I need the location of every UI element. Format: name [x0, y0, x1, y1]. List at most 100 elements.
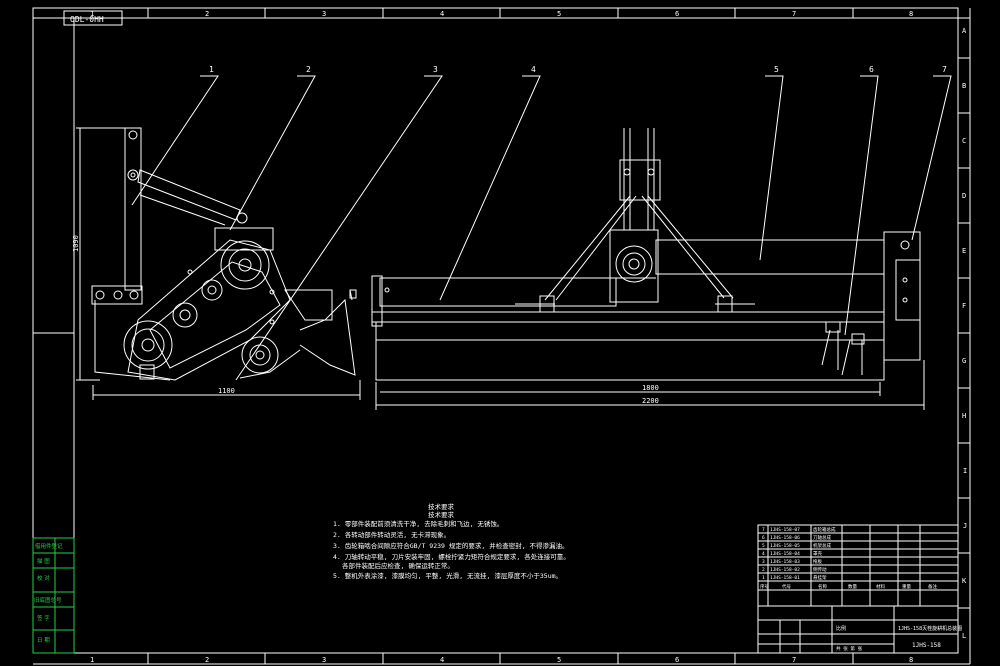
svg-text:3. 齿轮箱啮合间隙应符合GB/T 9239 规定的要求,: 3. 齿轮箱啮合间隙应符合GB/T 9239 规定的要求, 并检查密封, 不得渗…	[333, 541, 569, 550]
svg-text:3: 3	[322, 10, 326, 18]
side-view	[76, 127, 361, 400]
dim-front-inner: 1800	[642, 384, 659, 392]
svg-text:7: 7	[792, 10, 796, 18]
svg-text:C: C	[962, 137, 966, 145]
svg-text:借用件登记: 借用件登记	[35, 542, 63, 550]
balloon-5: 5	[774, 65, 779, 74]
svg-text:备注: 备注	[928, 583, 937, 590]
title-block: 1JHS-158灭茬旋耕机总装图 1JHS-158 比例 共 张 第 张	[836, 625, 962, 652]
svg-text:2: 2	[762, 567, 765, 573]
svg-text:拖板: 拖板	[813, 558, 822, 565]
svg-text:机架总成: 机架总成	[813, 542, 831, 549]
svg-text:2: 2	[205, 656, 209, 664]
svg-text:重量: 重量	[902, 583, 911, 590]
svg-text:数量: 数量	[848, 583, 857, 590]
svg-text:1: 1	[90, 10, 94, 18]
svg-text:描 图: 描 图	[37, 557, 50, 565]
svg-text:1. 零部件装配前须清洗干净, 去除毛刺和飞边, 无锈蚀。: 1. 零部件装配前须清洗干净, 去除毛刺和飞边, 无锈蚀。	[333, 519, 503, 528]
svg-text:各部件装配后应检查, 确保运转正常。: 各部件装配后应检查, 确保运转正常。	[342, 561, 454, 570]
dim-side-height: 1090	[72, 235, 80, 252]
svg-text:A: A	[962, 27, 967, 35]
column-ticks	[147, 8, 854, 664]
svg-text:刀轴总成: 刀轴总成	[813, 534, 831, 541]
stamp-box	[63, 10, 123, 26]
svg-text:名称: 名称	[818, 583, 827, 590]
svg-text:D: D	[962, 192, 966, 200]
svg-text:校 对: 校 对	[37, 574, 50, 582]
svg-text:罩壳: 罩壳	[813, 550, 822, 557]
stamp-text: ODL-0HH	[70, 15, 104, 24]
svg-text:齿轮箱总成: 齿轮箱总成	[813, 526, 836, 533]
column-labels: 1 2 3 4 5 6 7 8 1 2 3 4 5 6 7 8	[90, 10, 913, 664]
svg-text:序号: 序号	[760, 583, 769, 590]
svg-text:J: J	[963, 522, 967, 530]
balloon-3: 3	[433, 65, 438, 74]
svg-text:技术要求: 技术要求	[428, 510, 455, 519]
svg-text:侧传动: 侧传动	[813, 566, 827, 573]
svg-text:悬挂架: 悬挂架	[813, 574, 827, 581]
svg-text:技术要求: 技术要求	[428, 502, 455, 511]
svg-text:7: 7	[792, 656, 796, 664]
leader-lines	[131, 75, 952, 381]
sidebar-grid	[32, 537, 75, 654]
row-labels: A B C D E F G H I J K L	[962, 27, 967, 640]
svg-text:E: E	[962, 247, 966, 255]
svg-text:1JHS-158-01: 1JHS-158-01	[770, 575, 800, 581]
svg-text:材料: 材料	[876, 583, 885, 590]
svg-text:4: 4	[440, 10, 444, 18]
balloon-1: 1	[209, 65, 214, 74]
svg-text:1JHS-158-05: 1JHS-158-05	[770, 543, 800, 549]
svg-text:8: 8	[909, 656, 913, 664]
svg-text:5: 5	[557, 656, 561, 664]
svg-text:4: 4	[762, 551, 765, 557]
svg-text:3: 3	[762, 559, 765, 565]
row-ticks	[33, 8, 971, 665]
svg-text:3: 3	[322, 656, 326, 664]
svg-text:8: 8	[909, 10, 913, 18]
svg-text:日 期: 日 期	[37, 637, 50, 644]
balloon-4: 4	[531, 65, 536, 74]
technical-notes: 技术要求 技术要求 1. 零部件装配前须清洗干净, 去除毛刺和飞边, 无锈蚀。 …	[333, 502, 570, 580]
front-view	[371, 128, 925, 410]
svg-text:6: 6	[675, 656, 679, 664]
scale-label: 比例	[836, 625, 846, 632]
svg-text:4. 刀轴转动平稳, 刀片安装牢固, 螺栓拧紧力矩符合规定要: 4. 刀轴转动平稳, 刀片安装牢固, 螺栓拧紧力矩符合规定要求, 各处连接可靠。	[333, 552, 570, 561]
svg-text:H: H	[962, 412, 966, 420]
sidebar-labels: 借用件登记 描 图 校 对 旧底图总号 签 字 日 期	[34, 542, 63, 644]
drawing-name: 1JHS-158灭茬旋耕机总装图	[898, 625, 962, 632]
svg-text:1JHS-158-02: 1JHS-158-02	[770, 567, 800, 573]
balloon-2: 2	[306, 65, 311, 74]
svg-text:6: 6	[762, 535, 765, 541]
svg-text:1JHS-158-06: 1JHS-158-06	[770, 535, 800, 541]
balloon-numbers: 1 2 3 4 5 6 7	[209, 65, 947, 74]
svg-text:5. 整机外表涂漆, 漆膜均匀, 平整, 光滑, 无流挂,: 5. 整机外表涂漆, 漆膜均匀, 平整, 光滑, 无流挂, 漆层厚度不小于35u…	[333, 571, 562, 580]
balloon-6: 6	[869, 65, 874, 74]
svg-text:1: 1	[90, 656, 94, 664]
svg-text:2. 各转动部件转动灵活, 无卡滞现象。: 2. 各转动部件转动灵活, 无卡滞现象。	[333, 530, 450, 539]
svg-text:L: L	[962, 632, 966, 640]
drawing-number: 1JHS-158	[912, 642, 941, 649]
svg-text:代号: 代号	[782, 583, 791, 590]
svg-text:1JHS-158-03: 1JHS-158-03	[770, 559, 800, 565]
svg-text:4: 4	[440, 656, 444, 664]
svg-text:5: 5	[557, 10, 561, 18]
svg-text:旧底图总号: 旧底图总号	[34, 596, 62, 604]
svg-text:5: 5	[762, 543, 765, 549]
svg-text:G: G	[962, 357, 966, 365]
svg-text:I: I	[963, 467, 967, 475]
svg-text:7: 7	[762, 527, 765, 533]
svg-text:1JHS-158-04: 1JHS-158-04	[770, 551, 800, 557]
svg-text:B: B	[962, 82, 966, 90]
svg-text:签 字: 签 字	[37, 614, 50, 622]
bom-rows: 7 1JHS-158-07 齿轮箱总成 6 1JHS-158-06 刀轴总成 5 1JHS…	[760, 526, 937, 590]
svg-text:K: K	[962, 577, 967, 585]
svg-text:2: 2	[205, 10, 209, 18]
svg-text:1: 1	[762, 575, 765, 581]
balloon-7: 7	[942, 65, 947, 74]
bom-table	[757, 524, 959, 654]
sheet-label: 共 张 第 张	[836, 645, 863, 652]
dim-side-width: 1100	[218, 387, 235, 395]
svg-text:6: 6	[675, 10, 679, 18]
svg-text:1JHS-158-07: 1JHS-158-07	[770, 527, 800, 533]
